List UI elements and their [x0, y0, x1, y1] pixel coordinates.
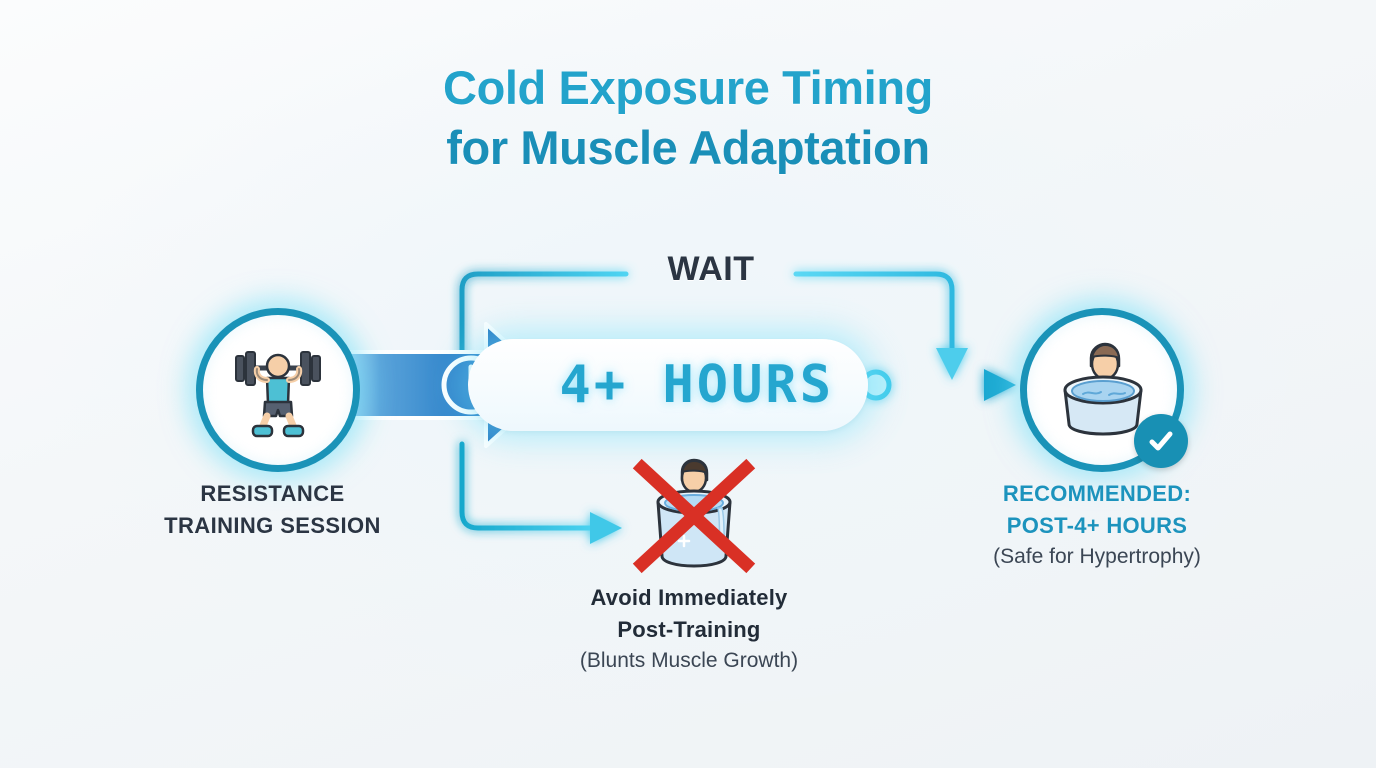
- page-title: Cold Exposure Timing for Muscle Adaptati…: [0, 58, 1376, 178]
- caption-recommended: RECOMMENDED: POST-4+ HOURS (Safe for Hyp…: [932, 478, 1262, 572]
- caption-line-1: Avoid Immediately: [590, 585, 788, 610]
- arrowhead-right-icon: [984, 369, 1016, 401]
- node-ice-bath-recommended[interactable]: [1020, 308, 1184, 472]
- red-cross-out-icon: [632, 458, 756, 574]
- caption-line-2: Post-Training: [617, 616, 761, 642]
- ice-bath-crossed-out-icon: [632, 458, 756, 574]
- timer-pill: 4+ HOURS: [468, 339, 868, 431]
- arrowhead-right-avoid-icon: [590, 512, 622, 544]
- weightlifter-squat-icon: [235, 351, 321, 438]
- caption-resistance-training: RESISTANCE TRAINING SESSION: [125, 478, 420, 542]
- caption-avoid: Avoid Immediately Post-Training (Blunts …: [504, 582, 874, 676]
- person-in-ice-bath-icon: [1063, 342, 1143, 436]
- caption-line-2: TRAINING SESSION: [164, 512, 381, 538]
- wire-to-recommended: [886, 369, 1016, 401]
- caption-line-1: RESISTANCE: [200, 481, 345, 506]
- title-line-2: for Muscle Adaptation: [446, 121, 930, 175]
- arrowhead-down-icon: [936, 348, 968, 380]
- title-line-1: Cold Exposure Timing: [443, 61, 933, 114]
- wire-to-avoid: [459, 441, 622, 544]
- caption-line-1: RECOMMENDED:: [1002, 481, 1192, 506]
- caption-note: (Safe for Hypertrophy): [993, 544, 1201, 568]
- node-resistance-training[interactable]: [196, 308, 360, 472]
- wait-label: WAIT: [667, 250, 755, 288]
- caption-note: (Blunts Muscle Growth): [579, 648, 799, 672]
- timer-value: 4+ HOURS: [559, 355, 834, 415]
- check-circle-icon: [1134, 414, 1188, 468]
- caption-line-2: POST-4+ HOURS: [1006, 512, 1188, 538]
